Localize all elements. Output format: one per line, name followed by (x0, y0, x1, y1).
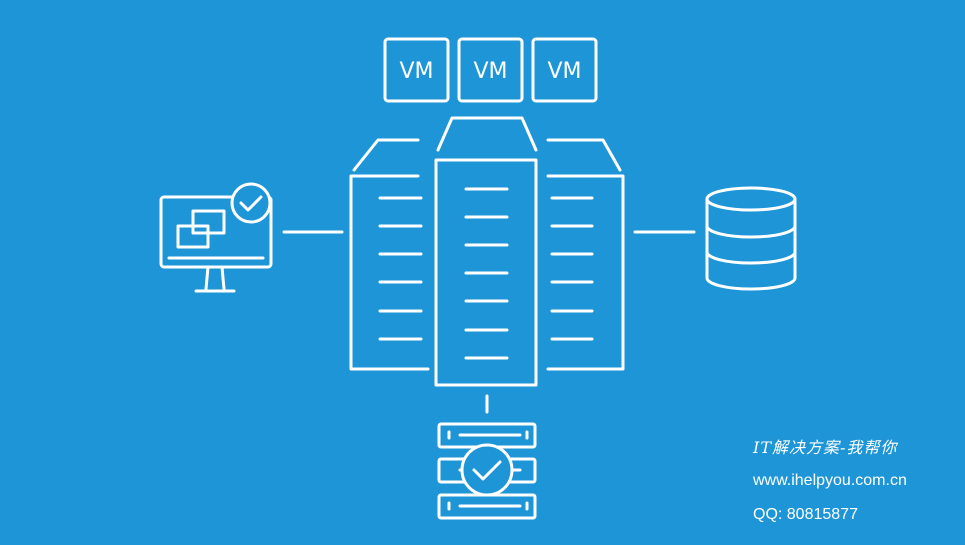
backup-server-check-icon (437, 422, 537, 520)
server-rack-left (349, 138, 430, 371)
vm-label-3: VM (547, 59, 581, 84)
vm-label-2: VM (473, 59, 507, 84)
server-rack-center (434, 116, 538, 387)
watermark-qq: QQ: 80815877 (753, 506, 858, 523)
database-icon (705, 186, 797, 291)
watermark-url: www.ihelpyou.com.cn (753, 472, 907, 489)
vm-label-1: VM (399, 59, 433, 84)
monitor-check-icon (159, 182, 273, 293)
vm-box-1 (383, 37, 450, 103)
server-rack-right (546, 138, 625, 371)
watermark-title: IT解决方案-我帮你 (753, 438, 898, 457)
vm-box-2 (457, 37, 524, 103)
vm-box-3 (531, 37, 598, 103)
